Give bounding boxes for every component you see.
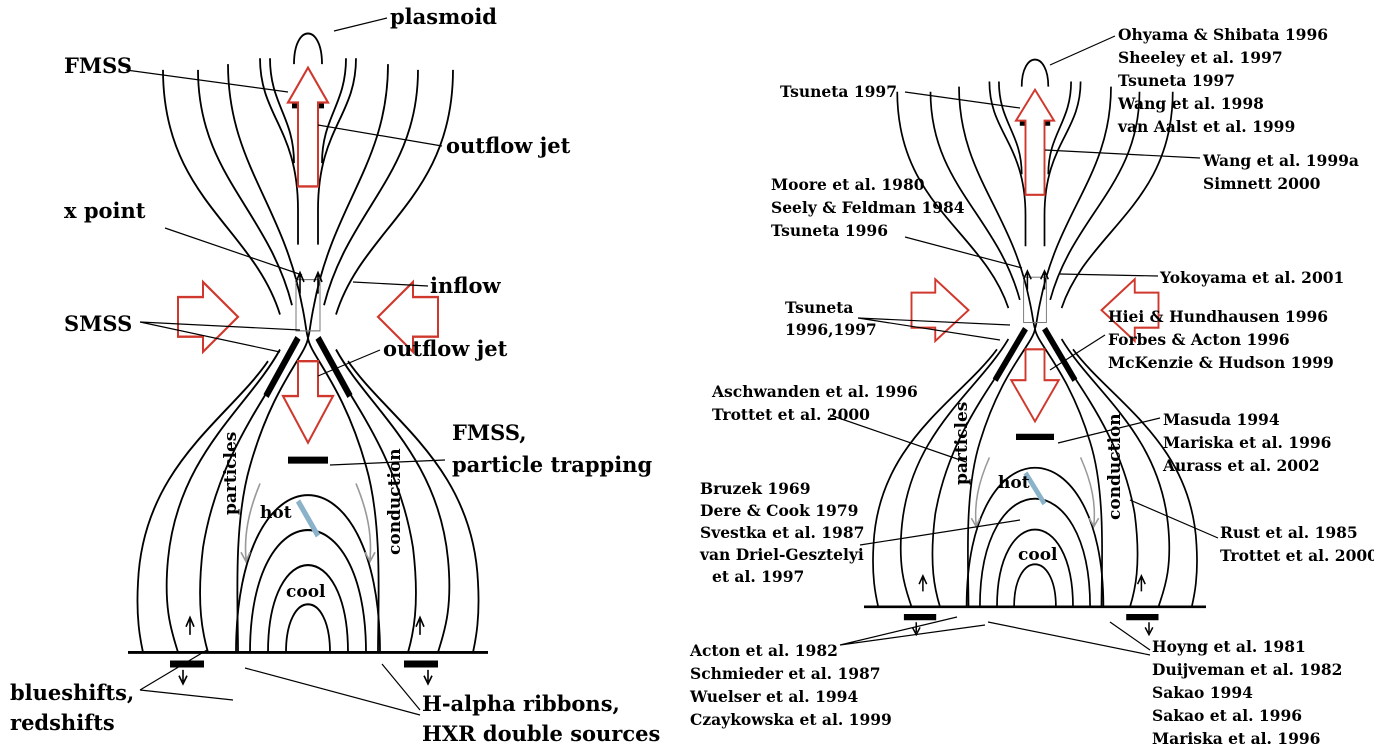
label-outflow-jet-top: outflow jet: [446, 133, 571, 158]
ref-plasmoid-line: Sheeley et al. 1997: [1118, 48, 1283, 67]
label-plasmoid: plasmoid: [390, 4, 497, 29]
ref-ribbons-line: Hoyng et al. 1981: [1152, 637, 1306, 656]
ref-ribbons-line: Sakao et al. 1996: [1152, 706, 1302, 725]
label-conduction: conduction: [385, 448, 405, 555]
ref-xpoint-line: Seely & Feldman 1984: [771, 198, 965, 217]
label-hot: hot: [260, 503, 292, 523]
ref-fmss-bottom-line: Aurass et al. 2002: [1162, 456, 1320, 475]
ref-cool-line: Bruzek 1969: [700, 479, 810, 498]
label-ribbons-2: HXR double sources: [422, 721, 660, 746]
label-particles: particles: [221, 432, 241, 515]
ref-inflow-line: Yokoyama et al. 2001: [1159, 268, 1344, 287]
ref-ribbons-line: Duijveman et al. 1982: [1152, 660, 1342, 679]
right-label-particles: particles: [952, 402, 972, 485]
ref-shifts-line: Schmieder et al. 1987: [690, 664, 881, 683]
ref-fmss-bottom-line: Masuda 1994: [1163, 410, 1280, 429]
ref-ribbons-line: Sakao 1994: [1152, 683, 1253, 702]
ref-cool-line: Svestka et al. 1987: [700, 523, 864, 542]
ref-shifts-line: Czaykowska et al. 1999: [690, 710, 892, 729]
ref-xpoint-line: Tsuneta 1996: [771, 221, 888, 240]
right-label-cool: cool: [1018, 545, 1058, 565]
ref-outflow-top-line: Simnett 2000: [1203, 174, 1321, 193]
ref-fmss-top-line: Tsuneta 1997: [780, 82, 897, 101]
ref-outflow-bottom-line: McKenzie & Hudson 1999: [1108, 353, 1334, 372]
ref-plasmoid-line: Ohyama & Shibata 1996: [1118, 25, 1328, 44]
label-fmss-top: FMSS: [64, 53, 132, 78]
ref-xpoint-line: Moore et al. 1980: [771, 175, 925, 194]
label-fmss-bottom-2: particle trapping: [452, 452, 652, 477]
ref-cool-line: et al. 1997: [712, 567, 804, 586]
ref-plasmoid-line: Wang et al. 1998: [1117, 94, 1264, 113]
ref-plasmoid-line: Tsuneta 1997: [1118, 71, 1235, 90]
label-cool: cool: [286, 582, 326, 602]
ref-fmss-bottom-line: Mariska et al. 1996: [1163, 433, 1331, 452]
ref-cool-line: Dere & Cook 1979: [700, 501, 858, 520]
ref-smss-line: 1996,1997: [785, 320, 877, 339]
label-x-point: x point: [64, 198, 146, 223]
ref-ribbons-line: Mariska et al. 1996: [1152, 729, 1320, 748]
label-shifts-2: redshifts: [10, 710, 115, 735]
label-inflow: inflow: [430, 273, 502, 298]
label-smss: SMSS: [64, 311, 132, 336]
label-ribbons-1: H-alpha ribbons,: [422, 691, 620, 716]
ref-shifts-line: Acton et al. 1982: [689, 641, 838, 660]
label-shifts-1: blueshifts,: [10, 680, 134, 705]
ref-particles-line: Trottet et al. 2000: [712, 405, 870, 424]
ref-outflow-top-line: Wang et al. 1999a: [1202, 151, 1359, 170]
ref-plasmoid-line: van Aalst et al. 1999: [1117, 117, 1295, 136]
ref-particles-line: Aschwanden et al. 1996: [711, 382, 918, 401]
right-label-conduction: conduction: [1105, 413, 1125, 520]
ref-outflow-bottom-line: Hiei & Hundhausen 1996: [1108, 307, 1328, 326]
ref-outflow-bottom-line: Forbes & Acton 1996: [1108, 330, 1290, 349]
label-fmss-bottom-1: FMSS,: [452, 420, 527, 445]
ref-conduction-line: Trottet et al. 2000: [1220, 546, 1374, 565]
ref-smss-line: Tsuneta: [785, 298, 853, 317]
ref-conduction-line: Rust et al. 1985: [1220, 523, 1358, 542]
label-outflow-jet-bottom: outflow jet: [383, 336, 508, 361]
ref-cool-line: van Driel-Gesztelyi: [699, 545, 864, 564]
ref-shifts-line: Wuelser et al. 1994: [689, 687, 858, 706]
right-label-hot: hot: [998, 473, 1030, 493]
